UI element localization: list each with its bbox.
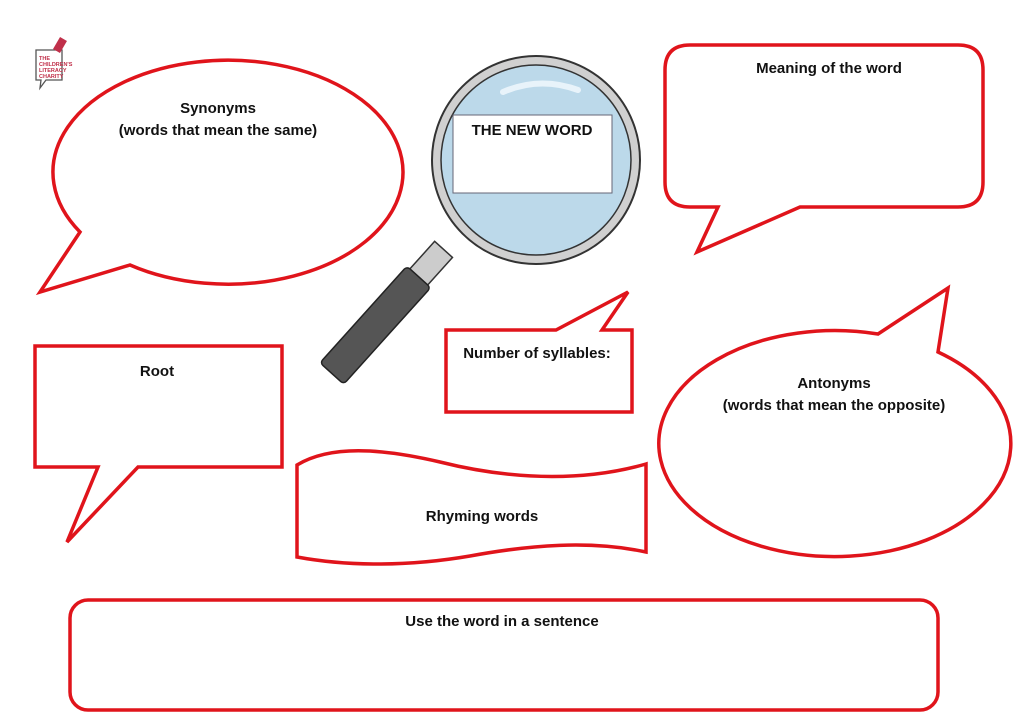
antonyms-bubble[interactable]: Antonyms (words that mean the opposite) <box>657 284 1013 559</box>
antonyms-title: Antonyms <box>797 375 870 392</box>
charity-logo: THE CHILDREN'S LITERACY CHARITY <box>35 36 73 91</box>
syllables-title: Number of syllables: <box>463 345 611 362</box>
meaning-bubble[interactable]: Meaning of the word <box>663 43 985 256</box>
rhyming-title: Rhyming words <box>426 508 539 525</box>
sentence-title: Use the word in a sentence <box>405 613 598 630</box>
meaning-title: Meaning of the word <box>756 60 902 77</box>
svg-text:LITERACY: LITERACY <box>39 68 67 74</box>
new-word-box[interactable] <box>452 114 613 194</box>
svg-text:CHARITY: CHARITY <box>39 74 64 80</box>
svg-text:CHILDREN'S: CHILDREN'S <box>39 62 73 68</box>
magnifying-glass: THE NEW WORD <box>320 55 641 384</box>
svg-text:THE: THE <box>39 56 50 62</box>
synonyms-subtitle: (words that mean the same) <box>119 122 317 139</box>
rhyming-banner[interactable]: Rhyming words <box>295 449 648 566</box>
root-bubble[interactable]: Root <box>33 344 284 544</box>
syllables-bubble[interactable]: Number of syllables: <box>444 290 634 414</box>
antonyms-subtitle: (words that mean the opposite) <box>723 397 946 414</box>
sentence-box[interactable]: Use the word in a sentence <box>68 598 940 712</box>
synonyms-title: Synonyms <box>180 100 256 117</box>
root-title: Root <box>140 363 174 380</box>
new-word-label: THE NEW WORD <box>472 122 593 139</box>
magnifier-handle <box>320 240 454 384</box>
synonyms-bubble[interactable]: Synonyms (words that mean the same) <box>35 58 405 296</box>
